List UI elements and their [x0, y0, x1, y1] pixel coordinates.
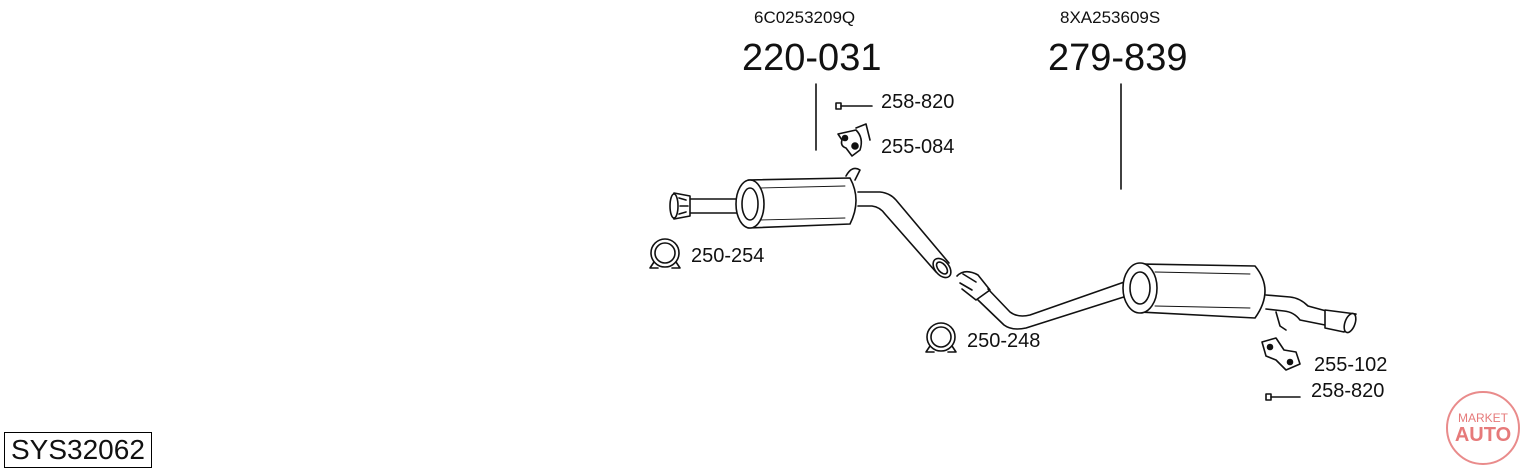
rear-oe-number: 8XA253609S	[1060, 8, 1161, 27]
bolt-icon	[835, 102, 873, 110]
bracket-icon	[1261, 337, 1301, 371]
rear-part-number[interactable]: 279-839	[1048, 37, 1188, 79]
rear-muffler-section	[956, 262, 1357, 334]
front-muffler-section	[669, 167, 952, 279]
logo-text-market: MARKET	[1458, 411, 1509, 425]
clamp-icon	[925, 322, 957, 353]
rear-accessory-label[interactable]: 258-820	[1311, 380, 1385, 402]
front-accessory-label[interactable]: 250-254	[691, 245, 765, 267]
front-accessory-label[interactable]: 258-820	[881, 91, 955, 113]
front-oe-number: 6C0253209Q	[754, 8, 856, 27]
front-accessory-label[interactable]: 255-084	[881, 136, 955, 158]
system-code: SYS32062	[4, 432, 152, 468]
logo-text-auto: AUTO	[1455, 424, 1511, 446]
market-auto-logo: MARKET AUTO	[1446, 391, 1520, 465]
rubber-mount-icon	[837, 123, 871, 157]
clamp-icon	[649, 238, 681, 269]
front-part-number[interactable]: 220-031	[742, 37, 882, 79]
rear-accessory-label[interactable]: 255-102	[1314, 354, 1388, 376]
rear-accessory-label[interactable]: 250-248	[967, 330, 1041, 352]
bolt-icon	[1265, 393, 1301, 401]
